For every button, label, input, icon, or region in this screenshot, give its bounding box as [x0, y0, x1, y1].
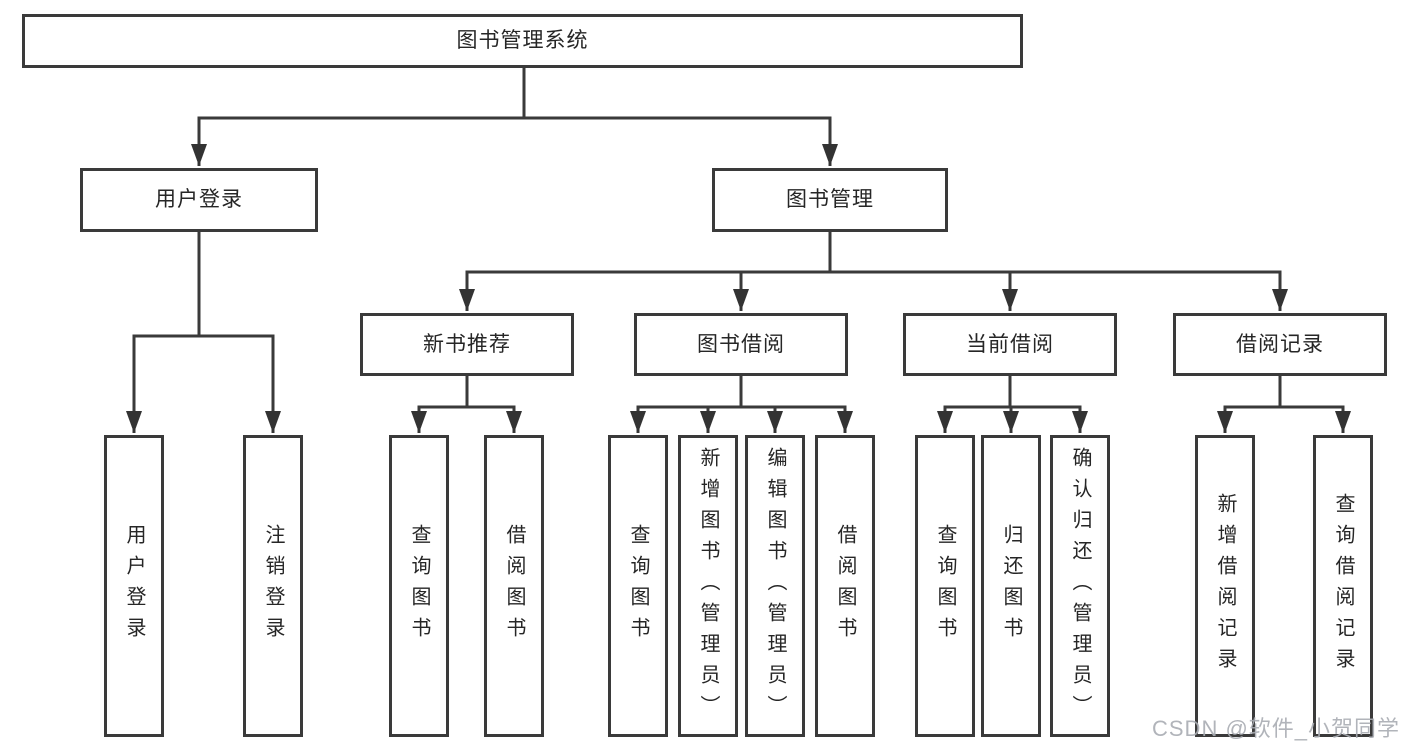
leaf-borrow-books-recommend-label: 借阅图书 [503, 524, 525, 648]
leaf-add-borrow-record-label: 新增借阅记录 [1214, 493, 1236, 679]
node-current-borrowing: 当前借阅 [903, 313, 1117, 376]
node-user-login: 用户登录 [80, 168, 318, 232]
leaf-borrow-books-borrowing: 借阅图书 [815, 435, 875, 737]
node-library-system: 图书管理系统 [22, 14, 1023, 68]
leaf-query-books-recommend-label: 查询图书 [408, 524, 430, 648]
leaf-confirm-return-admin-label: 确认归还（管理员） [1069, 446, 1091, 726]
node-library-system-label: 图书管理系统 [456, 29, 589, 53]
leaf-confirm-return-admin: 确认归还（管理员） [1050, 435, 1110, 737]
leaf-add-borrow-record: 新增借阅记录 [1195, 435, 1255, 737]
leaf-query-books-borrowing: 查询图书 [608, 435, 668, 737]
node-new-book-recommend: 新书推荐 [360, 313, 574, 376]
node-book-management: 图书管理 [712, 168, 948, 232]
leaf-borrow-books-borrowing-label: 借阅图书 [834, 524, 856, 648]
leaf-add-book-admin: 新增图书（管理员） [678, 435, 738, 737]
leaf-add-book-admin-label: 新增图书（管理员） [697, 446, 719, 726]
leaf-return-books-label: 归还图书 [1000, 524, 1022, 648]
leaf-user-login: 用户登录 [104, 435, 164, 737]
node-current-borrowing-label: 当前借阅 [966, 332, 1054, 356]
leaf-edit-book-admin-label: 编辑图书（管理员） [764, 446, 786, 726]
leaf-query-books-recommend: 查询图书 [389, 435, 449, 737]
node-book-borrowing-label: 图书借阅 [697, 332, 785, 356]
leaf-logout-label: 注销登录 [262, 524, 284, 648]
node-book-borrowing: 图书借阅 [634, 313, 848, 376]
leaf-query-borrow-record-label: 查询借阅记录 [1332, 493, 1354, 679]
leaf-edit-book-admin: 编辑图书（管理员） [745, 435, 805, 737]
node-new-book-recommend-label: 新书推荐 [423, 332, 511, 356]
leaf-logout: 注销登录 [243, 435, 303, 737]
leaf-return-books: 归还图书 [981, 435, 1041, 737]
node-book-management-label: 图书管理 [786, 188, 874, 212]
leaf-user-login-label: 用户登录 [123, 524, 145, 648]
leaf-query-borrow-record: 查询借阅记录 [1313, 435, 1373, 737]
leaf-query-books-current-label: 查询图书 [934, 524, 956, 648]
node-borrow-records-label: 借阅记录 [1236, 332, 1324, 356]
node-user-login-label: 用户登录 [155, 188, 243, 212]
leaf-borrow-books-recommend: 借阅图书 [484, 435, 544, 737]
leaf-query-books-borrowing-label: 查询图书 [627, 524, 649, 648]
watermark: CSDN @软件_小贺同学 [1152, 716, 1401, 741]
node-borrow-records: 借阅记录 [1173, 313, 1387, 376]
leaf-query-books-current: 查询图书 [915, 435, 975, 737]
